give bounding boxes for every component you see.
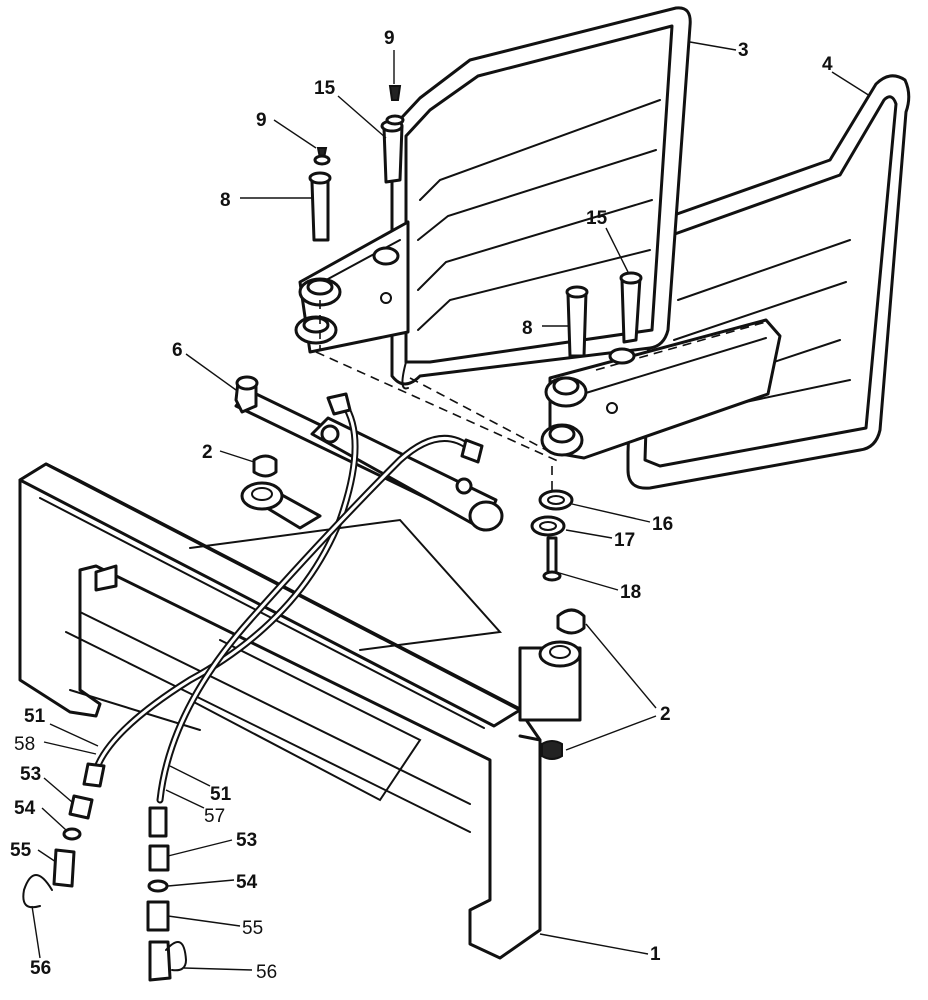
frame-pivot-bosses [240, 481, 582, 722]
callout-18: 18 [620, 582, 641, 603]
main-frame [18, 462, 542, 960]
pivot-plate-left [294, 220, 410, 354]
callout-3: 3 [738, 40, 749, 61]
callout-8-left: 8 [220, 190, 231, 211]
callout-55-right: 55 [242, 918, 263, 939]
callout-2-upper: 2 [202, 442, 213, 463]
callout-6: 6 [172, 340, 183, 361]
callout-57: 57 [204, 806, 225, 827]
callout-17: 17 [614, 530, 635, 551]
pins-and-hardware [252, 85, 643, 760]
callout-9-upper: 9 [384, 28, 395, 49]
callout-4: 4 [822, 54, 833, 75]
callout-56-left: 56 [30, 958, 51, 979]
callout-51-left: 51 [24, 706, 46, 727]
callout-15-right: 15 [586, 208, 608, 229]
callout-58: 58 [14, 734, 35, 755]
callout-labels: 3 4 9 15 9 8 15 8 6 2 16 17 18 2 1 51 58… [10, 28, 833, 983]
callout-51-right: 51 [210, 784, 232, 805]
callout-53-right: 53 [236, 830, 257, 851]
fittings-right [146, 806, 188, 982]
callout-53-left: 53 [20, 764, 41, 785]
assembly-dashed-lines [315, 300, 767, 492]
callout-16: 16 [652, 514, 673, 535]
pivot-plate-right [540, 318, 782, 460]
callout-15-left: 15 [314, 78, 336, 99]
callout-9-lower: 9 [256, 110, 267, 131]
hydraulic-hoses [92, 392, 484, 804]
fittings-left [22, 762, 106, 909]
callout-2-lower: 2 [660, 704, 671, 725]
callout-55-left: 55 [10, 840, 32, 861]
grab-arm-left [390, 6, 692, 390]
callout-8-right: 8 [522, 318, 533, 339]
callout-54-left: 54 [14, 798, 36, 819]
callout-54-right: 54 [236, 872, 258, 893]
callout-leaders [31, 41, 871, 971]
callout-56-right: 56 [256, 962, 277, 983]
callout-1: 1 [650, 944, 661, 965]
